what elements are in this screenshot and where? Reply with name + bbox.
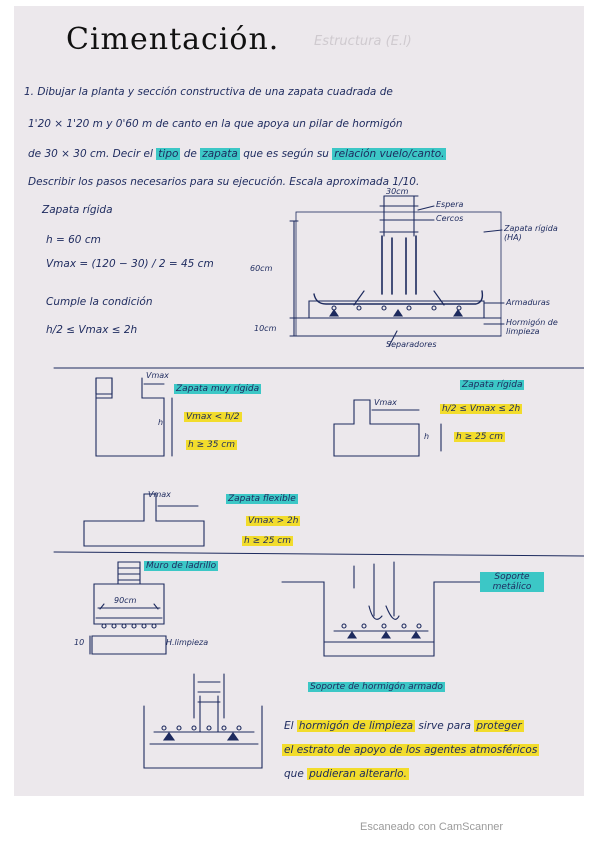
rigida-drawing	[333, 399, 442, 457]
cond-muy-rigida: Vmax < h/2	[184, 412, 242, 422]
scanned-sheet: Cimentación. Estructura (E.l) 1. Dibujar…	[14, 6, 584, 796]
calc-heading: Zapata rígida	[42, 204, 113, 216]
muro-drawing	[89, 561, 167, 655]
soporte-metalico-drawing	[281, 561, 493, 657]
flexible-vmax: Vmax	[148, 490, 171, 499]
note-highlight-alterarlo: pudieran alterarlo.	[307, 768, 409, 780]
problem-line-2: 1'20 × 1'20 m y 0'60 m de canto en la qu…	[28, 118, 403, 130]
label-cercos: Cercos	[436, 214, 464, 223]
label-espera: Espera	[436, 200, 464, 209]
h-flexible: h ≥ 25 cm	[242, 536, 293, 546]
cond-rigida: h/2 ≤ Vmax ≤ 2h	[440, 404, 523, 414]
zapata-section-drawing	[289, 195, 505, 347]
page-title: Cimentación.	[66, 22, 280, 57]
h-rigida: h ≥ 25 cm	[454, 432, 505, 442]
soporte-hormigon-drawing	[143, 673, 263, 769]
problem-line-4: Describir los pasos necesarios para su e…	[28, 176, 420, 188]
h-muy-rigida: h ≥ 35 cm	[186, 440, 237, 450]
problem-line-3-start: de 30 × 30 cm. Decir el	[28, 148, 153, 160]
ghost-bleedthrough-text: Estructura (E.l)	[314, 34, 412, 49]
problem-line-3: de 30 × 30 cm. Decir el tipo de zapata q…	[28, 148, 447, 160]
label-30cm: 30cm	[386, 187, 409, 196]
problem-line-3-mid: que es según su	[243, 148, 329, 160]
label-hormigon-limpieza: Hormigón de limpieza	[506, 318, 558, 336]
calc-condition: h/2 ≤ Vmax ≤ 2h	[46, 324, 138, 336]
rigida-vmax: Vmax	[374, 398, 397, 407]
label-armaduras: Armaduras	[506, 298, 550, 307]
label-zapata-rigida-type: Zapata rígida	[460, 380, 525, 390]
note-highlight-estrato: el estrato de apoyo de los agentes atmos…	[282, 744, 540, 756]
label-10: 10	[74, 638, 85, 647]
label-separadores: Separadores	[386, 340, 437, 349]
label-zapata-rigida: Zapata rígida (HA)	[504, 224, 558, 242]
muy-rigida-drawing	[95, 377, 173, 457]
label-10cm: 10cm	[254, 324, 277, 333]
note-line-1: El hormigón de limpieza sirve para prote…	[284, 720, 524, 732]
label-soporte-metalico: Soporte metálico	[480, 572, 544, 592]
note-highlight-hormigon: hormigón de limpieza	[296, 720, 416, 732]
problem-line-1: 1. Dibujar la planta y sección construct…	[24, 86, 393, 98]
label-h-limpieza: H.limpieza	[166, 638, 209, 647]
note-line-2: el estrato de apoyo de los agentes atmos…	[282, 744, 540, 756]
note-highlight-proteger: proteger	[474, 720, 524, 732]
label-soporte-hormigon: Soporte de hormigón armado	[308, 682, 445, 692]
muy-rigida-h: h	[158, 418, 164, 427]
sketches	[53, 195, 584, 769]
note-el: El	[284, 720, 294, 732]
highlight-relacion: relación vuelo/canto.	[332, 148, 447, 160]
label-90cm: 90cm	[114, 596, 137, 605]
calc-vmax: Vmax = (120 − 30) / 2 = 45 cm	[46, 258, 214, 270]
label-zapata-flexible: Zapata flexible	[226, 494, 298, 504]
camscanner-watermark: Escaneado con CamScanner	[360, 821, 504, 833]
word-de: de	[183, 148, 197, 160]
label-zapata-muy-rigida: Zapata muy rígida	[174, 384, 262, 394]
label-muro-ladrillo: Muro de ladrillo	[144, 561, 219, 571]
calc-h: h = 60 cm	[46, 234, 101, 246]
highlight-zapata: zapata	[200, 148, 240, 160]
cond-flexible: Vmax > 2h	[246, 516, 301, 526]
calc-cumple: Cumple la condición	[46, 296, 153, 308]
flexible-drawing	[83, 493, 205, 547]
note-sirve: sirve	[418, 720, 444, 732]
note-line-3: que pudieran alterarlo.	[284, 768, 409, 780]
note-para: para	[447, 720, 471, 732]
rigida-h: h	[424, 432, 430, 441]
note-que: que	[284, 768, 304, 780]
muy-rigida-vmax: Vmax	[146, 371, 169, 380]
label-60cm: 60cm	[250, 264, 273, 273]
highlight-tipo: tipo	[156, 148, 181, 160]
